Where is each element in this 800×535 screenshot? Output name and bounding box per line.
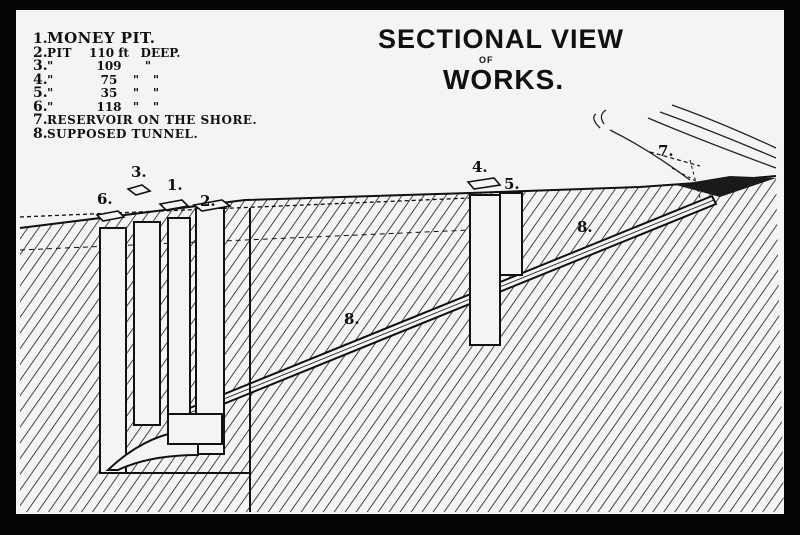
- legend-text: ": [47, 72, 54, 87]
- legend-number: 8.: [33, 125, 48, 142]
- callout-pit-4: 4.: [472, 158, 488, 176]
- legend-number: 1.: [33, 31, 48, 47]
- legend-ditto: ": [132, 99, 140, 114]
- water-level-line: [19, 197, 471, 218]
- diagram-subtitle: WORKS.: [443, 64, 565, 95]
- legend-text: RESERVOIR ON THE SHORE.: [47, 113, 258, 127]
- shaft-4-5: [469, 192, 523, 346]
- money-pit-shafts: [99, 207, 251, 512]
- callout-pit-3: 3.: [131, 163, 147, 181]
- legend-number: 2.: [33, 44, 48, 61]
- legend-number: 5.: [33, 85, 48, 101]
- legend-number: 6.: [33, 98, 48, 115]
- callout-pit-5: 5.: [504, 175, 520, 193]
- callout-tunnel-lower: 8.: [344, 310, 360, 328]
- legend-depth: 75: [100, 72, 118, 87]
- legend-ditto: ": [132, 86, 140, 100]
- legend-number: 4.: [33, 71, 48, 88]
- legend-item-1: 1.MONEY PIT.: [33, 29, 257, 47]
- legend-item-7: 7.RESERVOIR ON THE SHORE.: [33, 112, 258, 128]
- legend-number: 3.: [33, 58, 48, 74]
- legend-text: PIT: [47, 45, 73, 60]
- legend-number: 7.: [33, 112, 48, 128]
- callout-money-pit: 1.: [167, 176, 183, 194]
- legend-ditto: ": [144, 59, 152, 73]
- legend-item-6: 6."118"": [33, 98, 257, 115]
- legend-text: SUPPOSED TUNNEL.: [47, 126, 199, 141]
- legend-ditto: ": [152, 72, 160, 87]
- legend-ditto: ": [152, 99, 160, 114]
- legend-item-3: 3."109": [33, 58, 257, 74]
- legend-depth: 118: [96, 99, 122, 114]
- callout-pit-6: 6.: [97, 190, 113, 208]
- callout-pit-2: 2.: [200, 192, 216, 210]
- callout-tunnel-upper: 8.: [577, 218, 593, 236]
- legend-depth: 109: [96, 59, 122, 73]
- tide-line: [19, 229, 471, 251]
- legend-text: ": [47, 59, 54, 73]
- reservoir-7: [649, 151, 776, 199]
- legend-item-4: 4."75"": [33, 71, 257, 88]
- legend-item-8: 8.SUPPOSED TUNNEL.: [33, 125, 257, 142]
- legend-item-5: 5."35"": [33, 85, 257, 101]
- legend-depth: 110 ft: [89, 45, 129, 60]
- legend-ditto: ": [152, 86, 160, 100]
- pit-openings: [95, 177, 502, 222]
- callout-reservoir: 7.: [658, 142, 674, 160]
- legend-depth-unit: DEEP.: [140, 45, 181, 60]
- diagram-title: SECTIONAL VIEW: [378, 24, 625, 54]
- legend-ditto: ": [132, 72, 140, 87]
- legend-item-2: 2.PIT 110 ft DEEP.: [33, 44, 257, 61]
- legend-text: MONEY PIT.: [47, 29, 156, 47]
- legend-text: ": [47, 99, 54, 114]
- legend-depth: 35: [100, 86, 118, 100]
- title-connector: OF: [479, 55, 494, 65]
- legend-text: ": [47, 86, 54, 100]
